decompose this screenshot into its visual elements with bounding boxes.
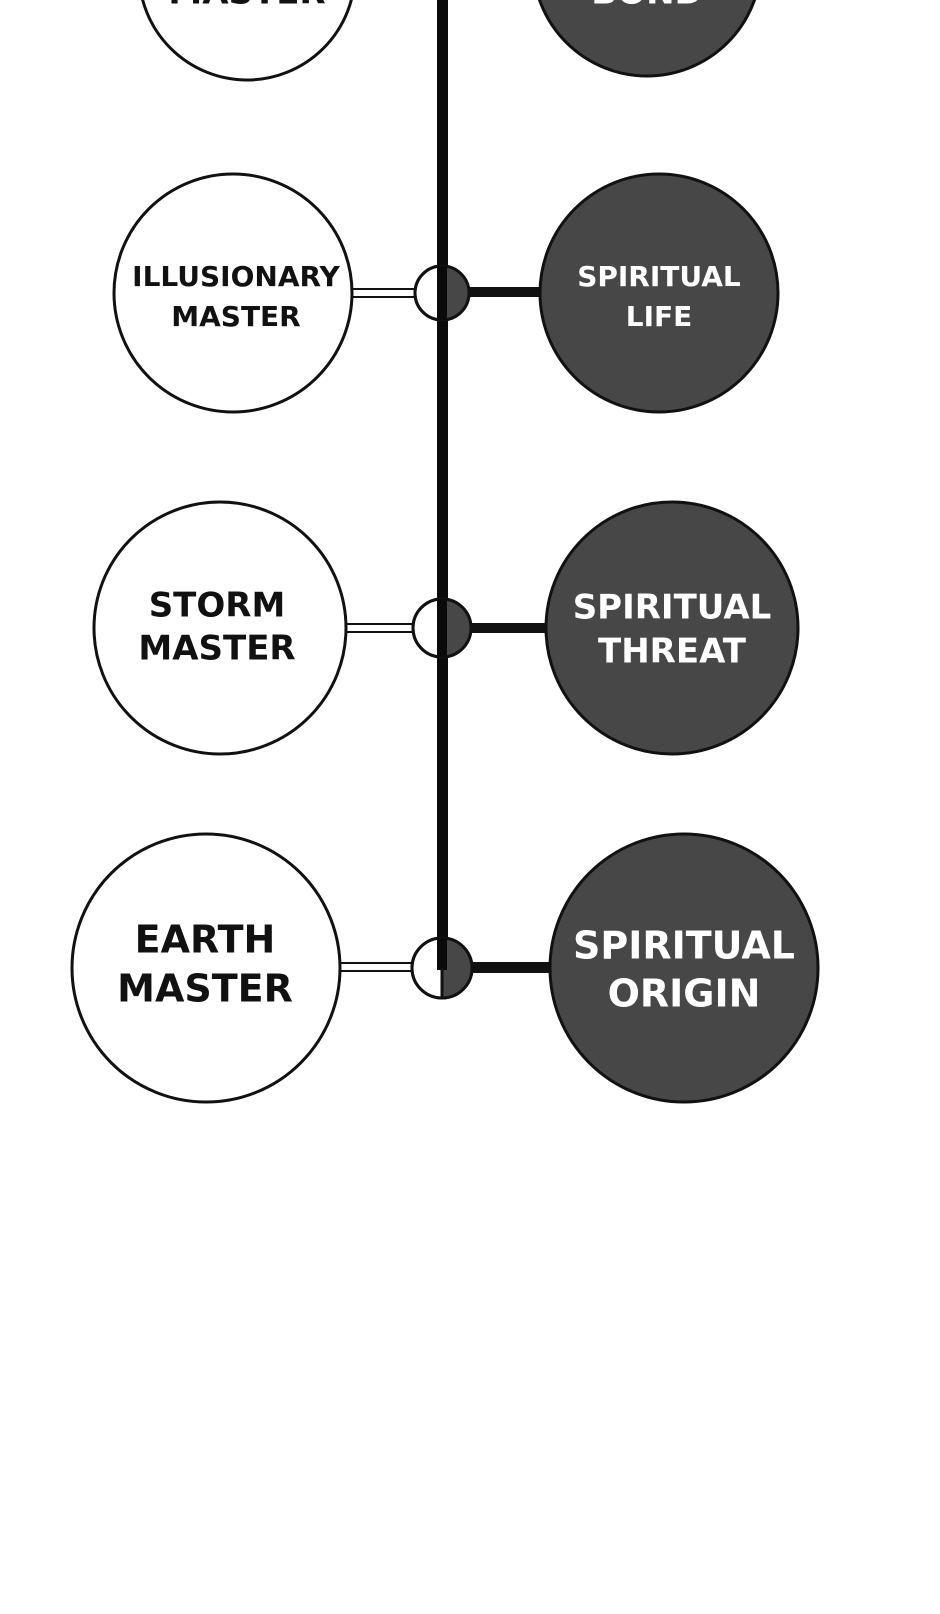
spiritual-origin-label-line1: SPIRITUAL [573,924,795,968]
spiritual-life-label-line1: SPIRITUAL [577,260,741,293]
storm-master-node [92,500,348,756]
row-illusionary: ILLUSIONARY MASTER SPIRITUAL LIFE [112,172,780,414]
spiritual-threat-label-line1: SPIRITUAL [573,588,772,628]
junction-node [410,936,474,1000]
main-spine [437,0,448,970]
junction-node [413,264,471,322]
earth-master-node [70,832,342,1104]
spiritual-threat-label-line2: THREAT [598,632,747,672]
storm-master-label-line2: MASTER [138,629,295,669]
earth-master-label-line1: EARTH [135,918,276,962]
spiritual-life-node [538,172,780,414]
spiritual-threat-node [544,500,800,756]
top-row: MASTER BOND [141,0,757,82]
illusionary-master-label-line1: ILLUSIONARY [132,260,340,293]
spiritual-origin-node [548,832,820,1104]
right-connector [469,623,549,633]
storm-master-label-line1: STORM [149,586,286,626]
illusionary-master-node [112,172,354,414]
right-connector [470,962,554,973]
illusionary-master-label-line2: MASTER [171,300,301,333]
right-connector [468,287,542,297]
spiritual-origin-label-line2: ORIGIN [608,972,761,1016]
row-storm: STORM MASTER SPIRITUAL THREAT [92,500,800,756]
spiritual-life-label-line2: LIFE [626,300,693,333]
top-left-node [141,0,353,82]
top-right-node [537,0,757,78]
junction-node [411,597,473,659]
top-right-node-label: BOND [591,0,703,13]
row-earth: EARTH MASTER SPIRITUAL ORIGIN [70,832,820,1104]
top-left-node-label: MASTER [168,0,325,13]
earth-master-label-line2: MASTER [117,967,293,1011]
